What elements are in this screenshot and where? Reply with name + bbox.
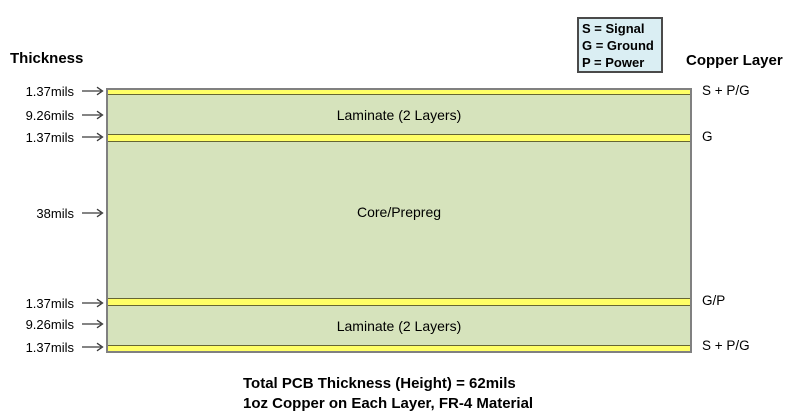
copper-layer-label: S + P/G: [702, 83, 750, 98]
thickness-value: 1.37mils: [25, 295, 74, 311]
laminate-top-label: Laminate (2 Layers): [336, 106, 462, 123]
legend-line-signal: S = Signal: [582, 21, 645, 36]
total-thickness-note: Total PCB Thickness (Height) = 62mils: [243, 375, 516, 392]
thickness-value: 1.37mils: [25, 83, 74, 99]
thickness-row: 1.37mils: [0, 129, 104, 145]
arrow-right-icon: [82, 342, 104, 352]
laminate-band-top: Laminate (2 Layers): [108, 95, 690, 134]
legend-box: S = Signal G = Ground P = Power: [577, 17, 663, 73]
thickness-value: 9.26mils: [25, 316, 74, 332]
copper-band-top: [108, 90, 690, 95]
laminate-bottom-label: Laminate (2 Layers): [336, 317, 462, 334]
copper-layer-header: Copper Layer: [686, 52, 783, 69]
laminate-band-bottom: Laminate (2 Layers): [108, 306, 690, 345]
thickness-value: 9.26mils: [25, 107, 74, 123]
arrow-right-icon: [82, 298, 104, 308]
thickness-row: 1.37mils: [0, 295, 104, 311]
copper-layer-label: G/P: [702, 293, 726, 308]
thickness-header: Thickness: [10, 50, 84, 67]
thickness-value: 1.37mils: [25, 129, 74, 145]
thickness-row: 9.26mils: [0, 107, 104, 123]
legend-line-ground: G = Ground: [582, 38, 654, 53]
thickness-row: 9.26mils: [0, 316, 104, 332]
footer-notes: Total PCB Thickness (Height) = 62mils 1o…: [243, 374, 533, 414]
pcb-stack: Laminate (2 Layers) Core/Prepreg Laminat…: [106, 88, 692, 353]
copper-layer-label: G: [702, 129, 713, 144]
thickness-value: 38mils: [36, 205, 74, 221]
arrow-right-icon: [82, 132, 104, 142]
copper-layer-label: S + P/G: [702, 338, 750, 353]
core-label: Core/Prepreg: [356, 204, 442, 220]
material-note: 1oz Copper on Each Layer, FR-4 Material: [243, 395, 534, 412]
copper-band-ground-power: [108, 298, 690, 306]
core-band: Core/Prepreg: [108, 142, 690, 298]
copper-band-ground: [108, 134, 690, 142]
legend-line-power: P = Power: [582, 55, 645, 70]
copper-band-bottom: [108, 345, 690, 351]
thickness-row: 1.37mils: [0, 339, 104, 355]
arrow-right-icon: [82, 208, 104, 218]
arrow-right-icon: [82, 110, 104, 120]
arrow-right-icon: [82, 319, 104, 329]
thickness-row: 1.37mils: [0, 83, 104, 99]
thickness-row: 38mils: [0, 205, 104, 221]
arrow-right-icon: [82, 86, 104, 96]
thickness-value: 1.37mils: [25, 339, 74, 355]
